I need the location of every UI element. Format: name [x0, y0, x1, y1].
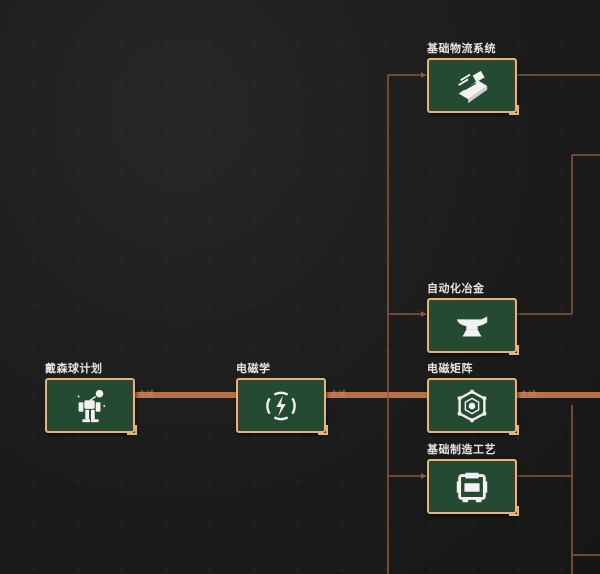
tech-card-electromagnetism[interactable]: [236, 378, 328, 435]
conveyor-icon: [458, 70, 488, 103]
anvil-icon: [456, 316, 488, 336]
node-title: 自动化冶金: [427, 282, 485, 295]
mainline-label: 主线: [330, 390, 346, 399]
tech-node-electromagnetism[interactable]: 电磁学: [236, 361, 328, 435]
tech-node-em-matrix[interactable]: 电磁矩阵: [427, 361, 519, 435]
tech-card-auto-metallurgy[interactable]: [427, 298, 519, 355]
tech-card-basic-logistics[interactable]: [427, 58, 519, 115]
tech-node-basic-logistics[interactable]: 基础物流系统: [427, 41, 519, 115]
node-title: 电磁矩阵: [427, 362, 473, 375]
tech-card-em-matrix[interactable]: [427, 378, 519, 435]
tech-card-dyson-sphere[interactable]: [45, 378, 137, 435]
node-title: 戴森球计划: [45, 362, 103, 375]
mecha-icon: [77, 389, 106, 422]
assembler-icon: [456, 472, 488, 502]
tech-card-basic-assembly[interactable]: [427, 459, 519, 516]
mainline-label: 主线: [520, 390, 536, 399]
node-title: 基础物流系统: [427, 42, 496, 55]
tech-node-basic-assembly[interactable]: 基础制造工艺: [427, 442, 519, 516]
matrix-cube-icon: [457, 389, 487, 422]
tech-node-dyson-sphere[interactable]: 戴森球计划: [45, 361, 137, 435]
lightning-icon: [266, 391, 296, 420]
mainline-label: 主线: [138, 390, 154, 399]
node-title: 基础制造工艺: [427, 443, 496, 456]
tech-node-auto-metallurgy[interactable]: 自动化冶金: [427, 281, 519, 355]
node-title: 电磁学: [236, 362, 271, 375]
